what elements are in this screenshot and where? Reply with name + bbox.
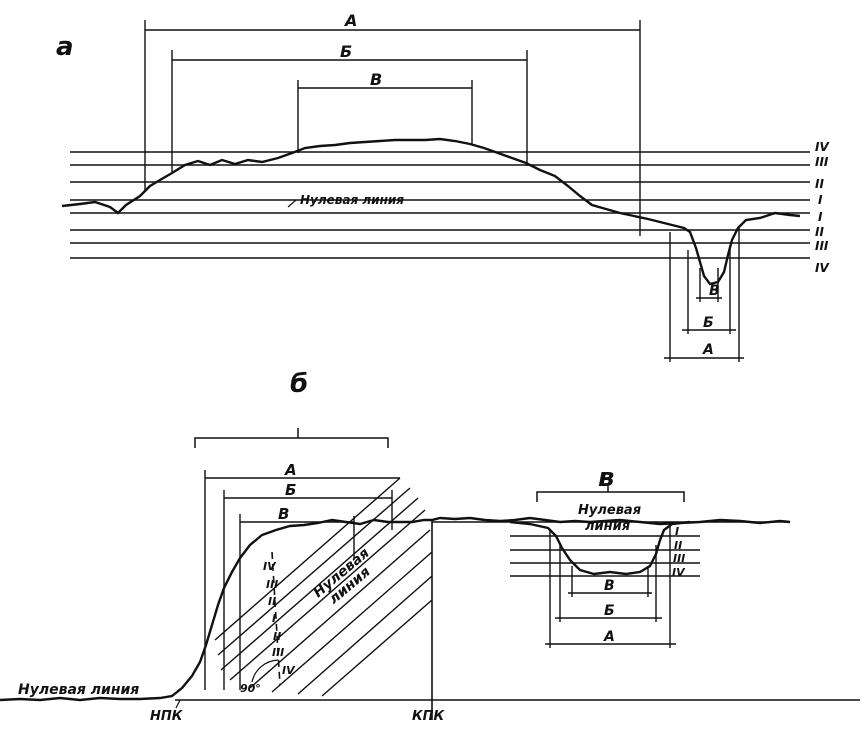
panel-b-dim-label-B: Б — [285, 481, 296, 499]
panel-b-slope-lines — [214, 477, 433, 697]
panel-b-perpendicular — [271, 551, 281, 686]
panel-a-lower-label-B: Б — [703, 315, 714, 331]
panel-c-dims — [545, 526, 676, 648]
panel-b-terrain — [0, 516, 621, 702]
panel-c-level-lines — [510, 535, 700, 577]
panel-b-level-label: III — [266, 578, 278, 591]
panel-a-zero-line-pointer — [287, 199, 297, 208]
panel-b-kpk-label: КПК — [412, 709, 446, 724]
panel-c-level-label: I — [675, 525, 679, 538]
panel-b-level-label: II — [273, 630, 281, 643]
panel-b-level-label: IV — [282, 664, 296, 677]
panel-b-letter: б — [290, 369, 308, 399]
panel-a-lower-label-V: В — [709, 283, 720, 299]
panel-c: в Нулевая линия В Б А — [432, 463, 791, 648]
panel-a-upper-dims — [144, 20, 641, 236]
panel-a-lower-label-A: А — [702, 342, 714, 358]
panel-c-level-label: IV — [672, 566, 686, 579]
panel-a-level-label: IV — [815, 140, 830, 154]
panel-a-dim-label-V: В — [370, 70, 382, 89]
panel-c-level-label: III — [673, 552, 685, 565]
panel-a-zero-line-label: Нулевая линия — [300, 193, 404, 207]
panel-b-dim-label-A: А — [284, 461, 297, 479]
panel-a-letter: а — [56, 32, 74, 62]
panel-b: б А Б В 90° — [0, 369, 860, 724]
panel-c-zero-line-label: линия — [585, 519, 630, 534]
panel-b-level-label: III — [272, 646, 284, 659]
panel-b-brace — [194, 428, 389, 448]
panel-c-brace — [536, 484, 685, 502]
panel-a-level-label: II — [815, 225, 824, 239]
panel-c-zero-line-label: Нулевая — [578, 503, 641, 518]
panel-c-dim-label-V: В — [604, 578, 615, 594]
panel-b-slope-zero-label: Нулевая линия — [310, 545, 373, 607]
panel-a-level-label: III — [815, 239, 829, 253]
panel-a-terrain — [61, 137, 801, 286]
panel-a-lower-dims — [664, 226, 744, 362]
panel-c-dim-label-A: А — [603, 629, 615, 645]
panel-b-dim-label-V: В — [278, 505, 289, 523]
panel-c-level-label: II — [674, 539, 682, 552]
panel-a: а А Б В — [56, 11, 830, 362]
panel-b-level-label: I — [272, 612, 276, 625]
panel-a-level-label: I — [818, 210, 823, 224]
panel-b-npk-pointer — [175, 699, 181, 709]
panel-a-dim-label-A: А — [343, 11, 357, 30]
panel-b-level-label: II — [268, 595, 276, 608]
panel-c-dim-label-B: Б — [604, 603, 615, 619]
panel-b-zero-line-label: Нулевая линия — [18, 682, 139, 698]
panel-b-level-label: IV — [263, 560, 277, 573]
panel-c-letter: в — [598, 463, 614, 493]
panel-b-angle-arc — [251, 659, 279, 683]
panel-a-level-label: II — [815, 177, 824, 191]
panel-b-npk-label: НПК — [150, 709, 184, 724]
panel-a-level-label: III — [815, 155, 829, 169]
panel-a-level-label: IV — [815, 261, 830, 275]
panel-b-angle-label: 90° — [240, 682, 261, 695]
panel-a-level-label: I — [818, 193, 823, 207]
panel-a-dim-label-B: Б — [340, 42, 352, 61]
panel-a-level-lines — [70, 151, 810, 259]
panel-c-terrain — [509, 518, 791, 576]
